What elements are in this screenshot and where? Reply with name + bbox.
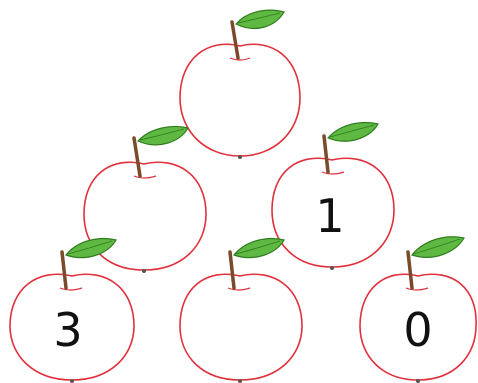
apple-bottom-middle (179, 237, 303, 383)
apple-dimple (59, 287, 83, 291)
apple-bottom (330, 266, 334, 270)
apple-middle-right: 1 (271, 121, 395, 270)
apple-number: 3 (53, 303, 82, 357)
stem (322, 134, 330, 174)
apple-number: 0 (403, 303, 432, 357)
leaf-icon (136, 125, 189, 146)
apple-bottom-left: 3 (9, 237, 135, 383)
leaf-icon (326, 121, 379, 142)
leaf-vein (237, 12, 281, 24)
leaf-vein (413, 238, 461, 255)
leaf-vein (67, 240, 113, 255)
apple-dimple (133, 175, 157, 179)
stem (132, 136, 142, 178)
apple-bottom (70, 379, 74, 383)
stem (60, 250, 68, 290)
stem (406, 250, 414, 290)
apple-bottom (416, 379, 420, 383)
apple-bottom (238, 379, 242, 383)
apple-dimple (229, 57, 251, 61)
stem (228, 250, 236, 290)
apple-bottom-right: 0 (359, 236, 477, 383)
leaf-vein (235, 240, 281, 255)
apple-number: 1 (315, 189, 344, 243)
apple-bottom (238, 155, 242, 159)
leaf-icon (233, 237, 285, 259)
apple-dimple (321, 171, 345, 175)
stem (230, 20, 240, 60)
apple-dimple (405, 287, 429, 291)
apple-body (179, 43, 301, 157)
apple-dimple (227, 287, 251, 291)
leaf-vein (139, 128, 185, 141)
leaf-icon (235, 9, 285, 29)
leaf-vein (329, 124, 375, 138)
apple-top (179, 9, 301, 159)
apple-bottom (142, 269, 146, 273)
